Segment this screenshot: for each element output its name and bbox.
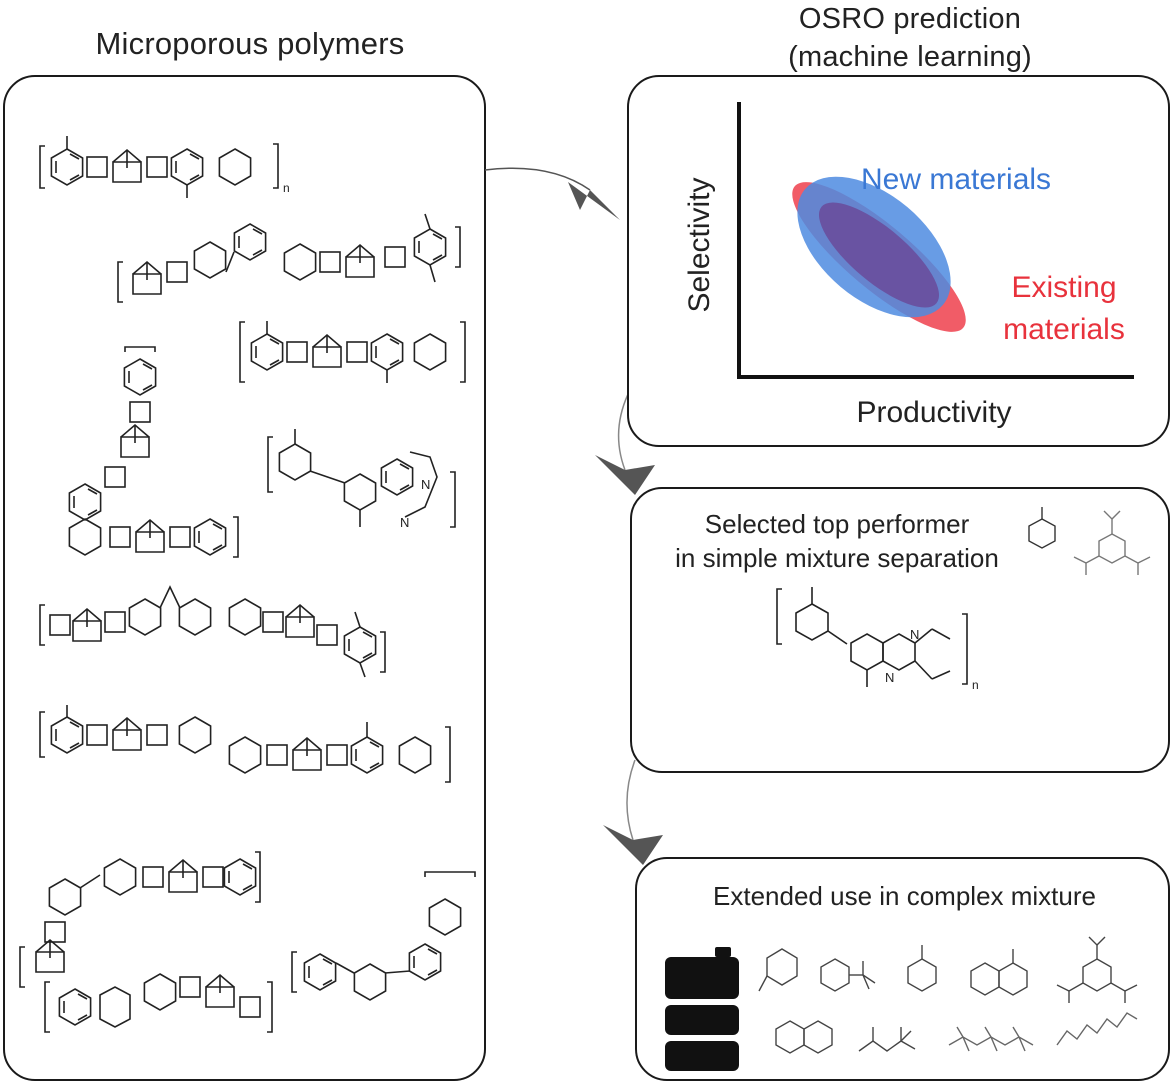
existing-materials-label-1: Existing [1011, 271, 1116, 304]
decalin-molecule [775, 1020, 833, 1054]
selected-text: Selected top performer in simple mixture… [642, 507, 1032, 575]
new-materials-label: New materials [861, 163, 1051, 196]
polymer-structure-9 [291, 871, 476, 1001]
polymer-structure-5: N N [267, 429, 456, 530]
selected-line1: Selected top performer [704, 509, 970, 539]
polymer-structures: n [19, 136, 476, 1033]
left-panel-title: Microporous polymers [95, 26, 405, 61]
triisopropylbenzene-molecule [1056, 936, 1138, 1003]
y-axis-label: Selectivity [683, 177, 716, 312]
selected-polymer-structure [776, 587, 968, 687]
polymer-structure-10 [44, 973, 273, 1033]
curved-arrow-icon [603, 759, 663, 865]
curved-arrow-icon [595, 389, 655, 495]
triisopropylbenzene-molecule [1073, 510, 1151, 575]
svg-text:N: N [885, 670, 894, 685]
isooctane-molecule [858, 1027, 916, 1052]
prediction-title-line2: (machine learning) [788, 41, 1032, 73]
prediction-title-line1: OSRO prediction [798, 3, 1022, 35]
methylnaphthalene-molecule [970, 949, 1028, 996]
complex-mixture-panel: Extended use in complex mixture [635, 857, 1170, 1081]
selected-subscript-n: n [972, 678, 979, 692]
oil-barrel-icon [665, 947, 739, 1071]
polymer-structure-7 [39, 705, 451, 783]
curved-arrow-icon [484, 167, 620, 220]
prediction-plot: Selectivity Productivity New materials E… [683, 102, 1134, 429]
existing-materials-label-2: materials [1003, 313, 1125, 346]
tert-butylbenzene-molecule [820, 958, 876, 992]
overlap-region [818, 202, 940, 308]
polymer-structure-6 [39, 585, 386, 678]
n-alkane-molecule [1056, 1012, 1138, 1046]
extended-title: Extended use in complex mixture [713, 881, 1096, 911]
methylcyclohexane-molecule [758, 948, 798, 992]
x-axis-label: Productivity [856, 396, 1011, 429]
svg-text:N: N [400, 515, 409, 530]
selected-line2: in simple mixture separation [675, 543, 999, 573]
selected-performer-panel: Selected top performer in simple mixture… [630, 487, 1170, 773]
svg-text:N: N [421, 477, 430, 492]
toluene-molecule [1028, 507, 1056, 549]
prediction-title: OSRO prediction (machine learning) [700, 0, 1120, 76]
polymer-library-panel: n [3, 75, 486, 1081]
polymer-structure-3 [239, 321, 466, 383]
prediction-panel: Selectivity Productivity New materials E… [627, 75, 1170, 447]
subscript-n: n [283, 181, 290, 195]
polymer-structure-1: n [39, 136, 290, 198]
toluene-molecule [907, 945, 937, 992]
polymer-structure-2 [117, 213, 461, 303]
solvent-molecules: N N n [776, 507, 1151, 692]
svg-text:N: N [910, 627, 919, 642]
complex-mixture-molecules [665, 936, 1138, 1071]
branched-alkane-molecule [948, 1026, 1034, 1052]
polymer-structure-8 [19, 851, 261, 988]
polymer-structure-4 [68, 346, 239, 558]
